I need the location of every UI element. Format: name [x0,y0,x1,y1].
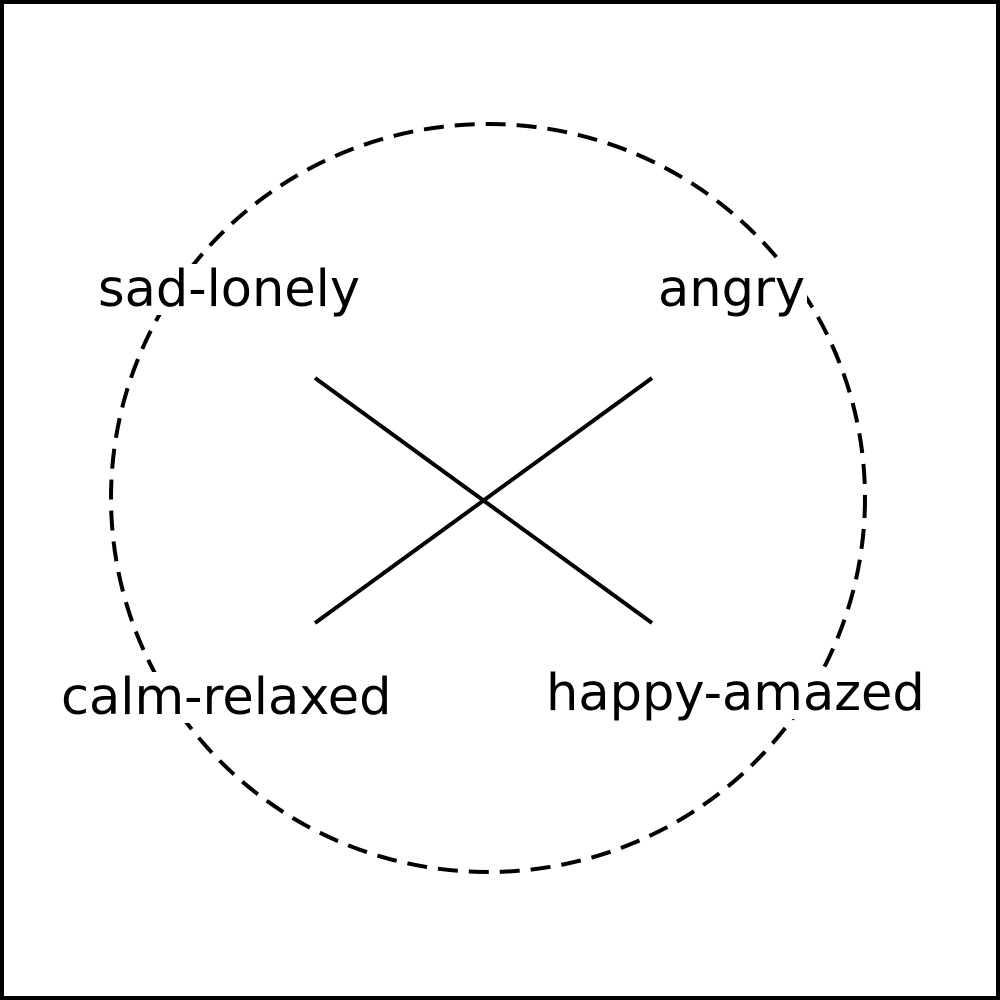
cross-line-ascending [313,376,654,625]
label-calm-relaxed: calm-relaxed [59,668,394,727]
dashed-circle [109,122,867,874]
label-happy-amazed: happy-amazed [544,664,927,723]
label-angry: angry [656,260,808,319]
label-sad-lonely: sad-lonely [96,260,363,319]
